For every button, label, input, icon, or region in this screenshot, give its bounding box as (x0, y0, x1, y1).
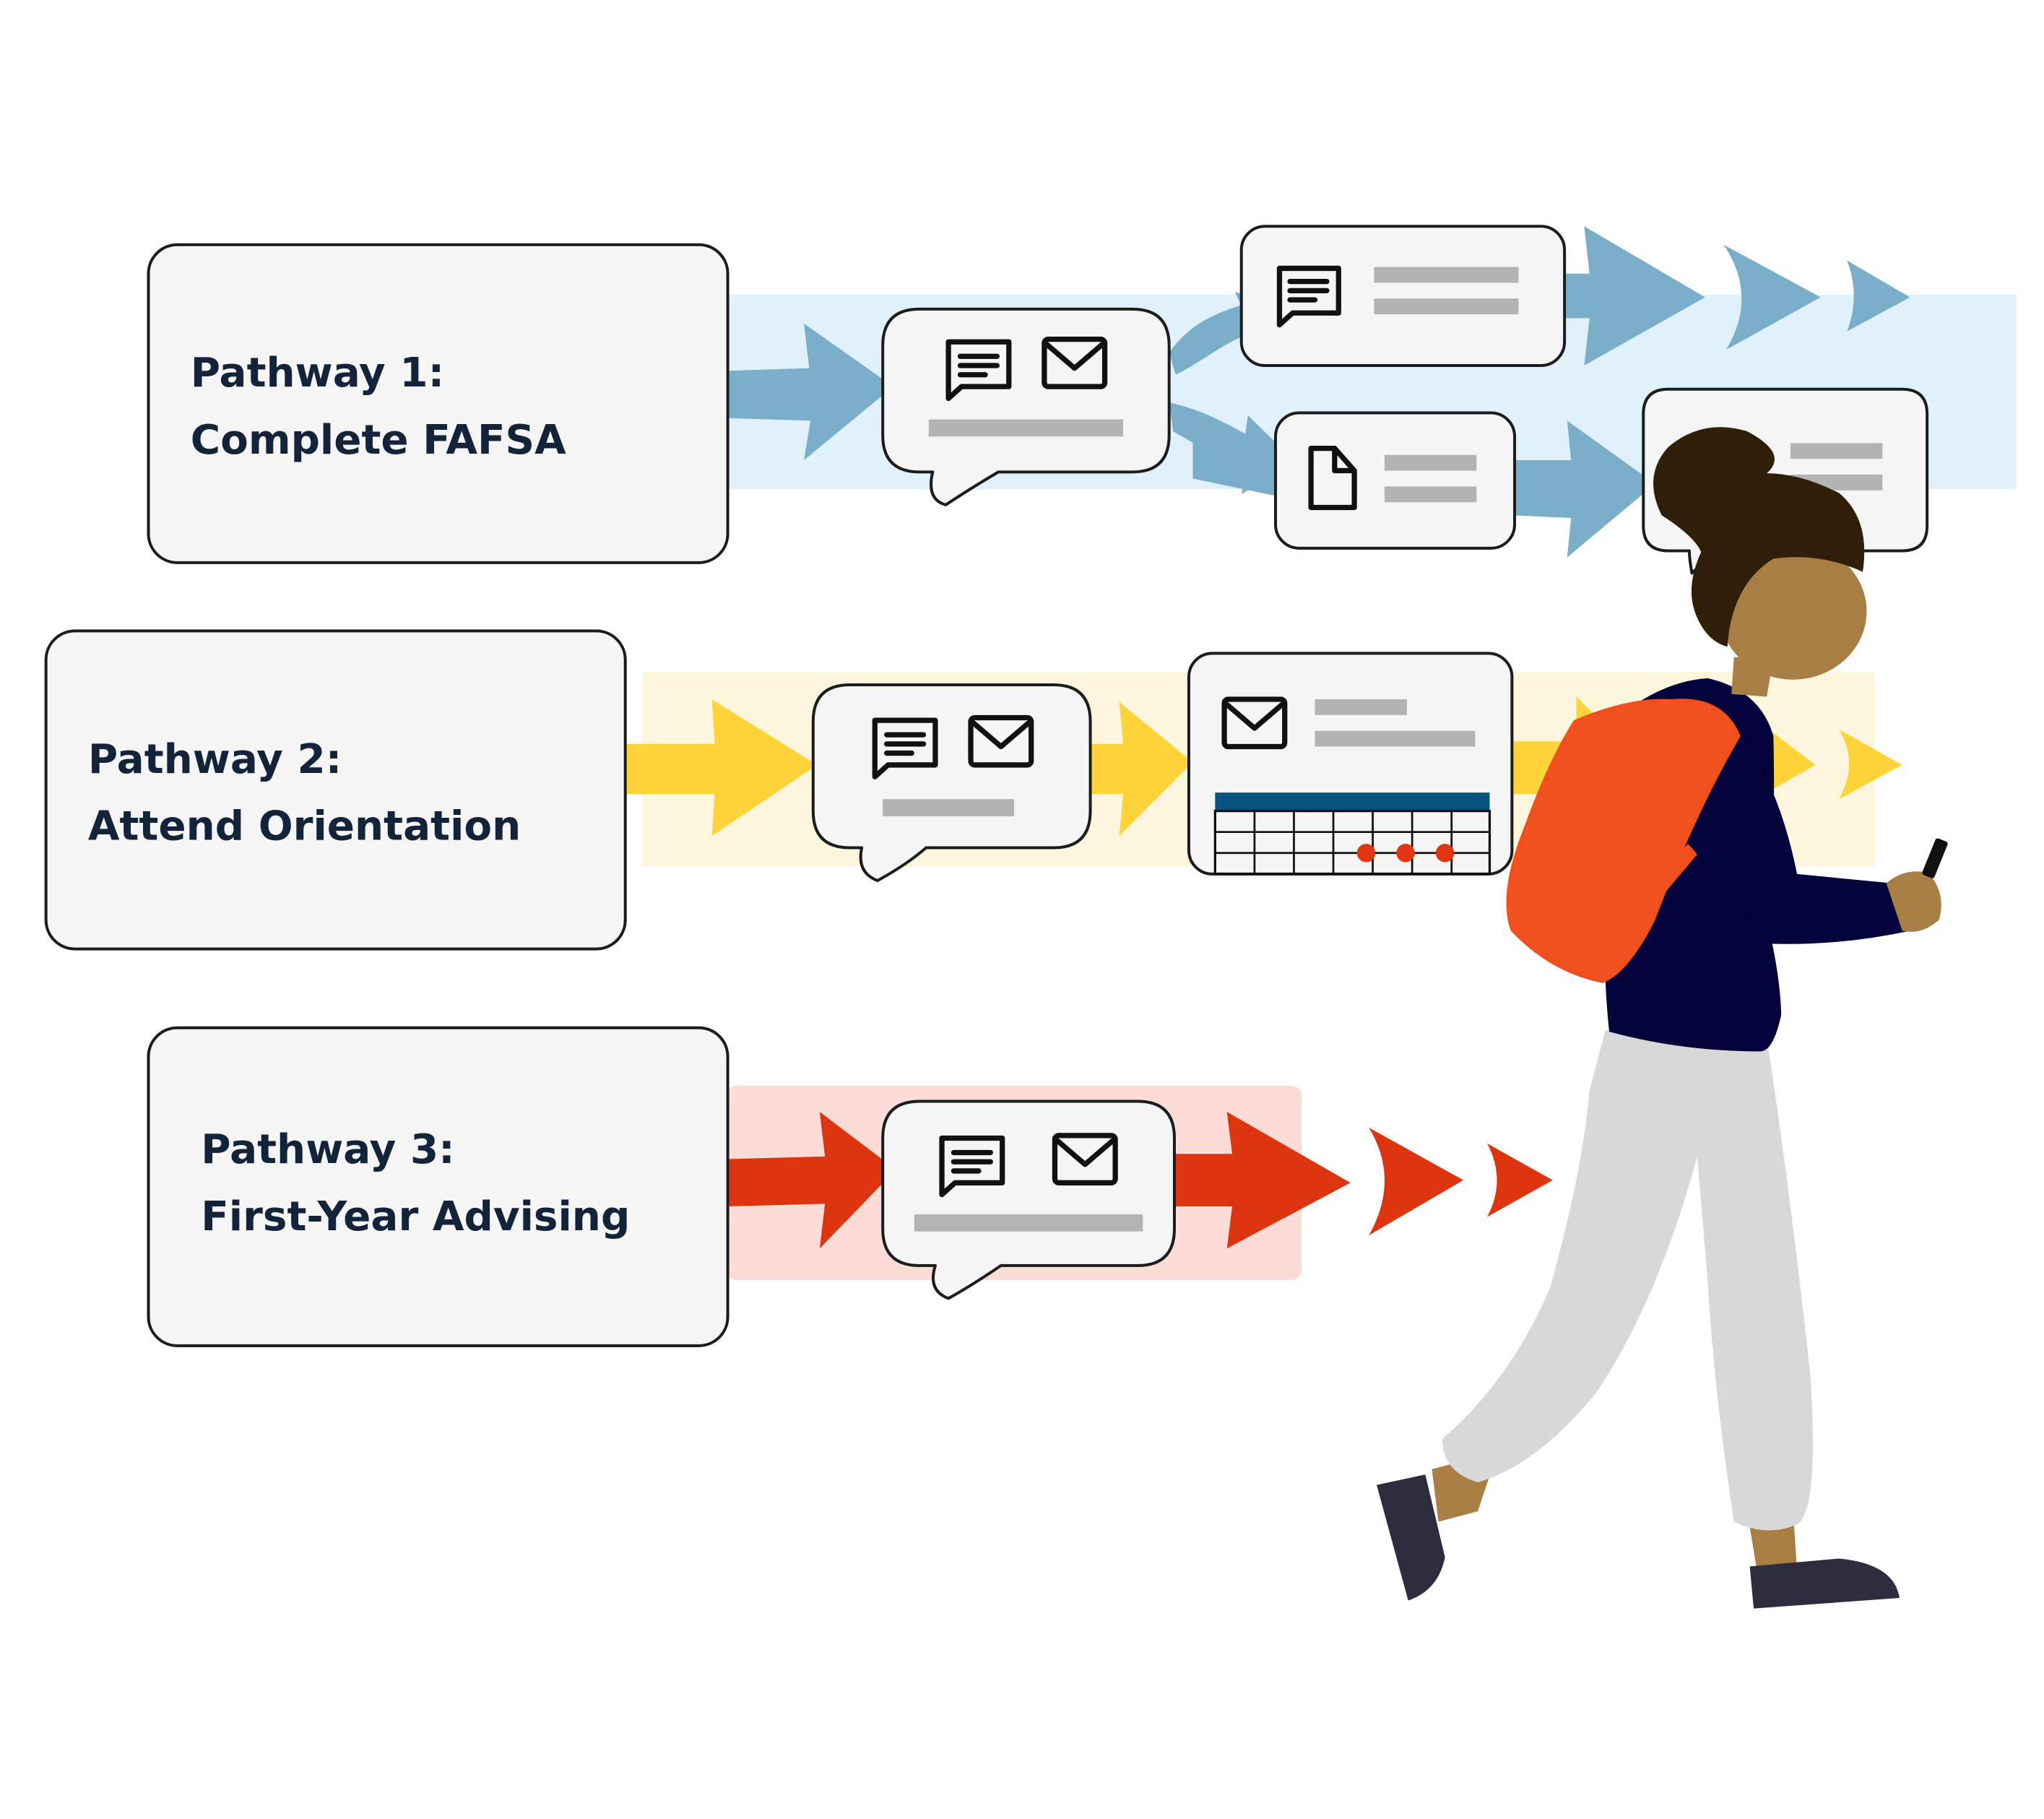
pathway-3-card: Pathway 3: First-Year Advising (147, 1026, 729, 1347)
pathway-2-message-bubble (811, 683, 1092, 882)
backpack (1506, 699, 1741, 983)
chat-icon (872, 717, 938, 779)
chat-icon (1276, 265, 1341, 328)
backpack-strap (1668, 703, 1734, 747)
pathway-2-subtitle: Attend Orientation (88, 803, 521, 850)
envelope-icon (968, 714, 1034, 768)
pathway-3-message-bubble (881, 1099, 1176, 1300)
pathway-1-arrows (726, 226, 1910, 558)
pathway-2-title: Pathway 2: (88, 736, 342, 783)
pathway-3-subtitle: First-Year Advising (201, 1193, 630, 1240)
pathway-1-card: Pathway 1: Complete FAFSA (147, 243, 729, 564)
chat-icon (939, 1135, 1005, 1198)
hand (1886, 871, 1941, 932)
face (1719, 543, 1867, 680)
backpack-lower-strap (1613, 844, 1697, 936)
pants (1442, 1030, 1813, 1531)
sweater-arm (1727, 735, 1912, 944)
pathway-3-title: Pathway 3: (201, 1126, 454, 1173)
calendar-icon (1213, 792, 1491, 876)
pathway-2-card: Pathway 2: Attend Orientation (44, 629, 627, 951)
pathway-1-document-card (1274, 411, 1517, 550)
student-figure (1377, 427, 1948, 1609)
pathway-1-message-bubble (881, 307, 1171, 506)
envelope-icon (1221, 696, 1288, 750)
pathway-1-subtitle: Complete FAFSA (191, 417, 566, 464)
document-icon (1308, 445, 1357, 511)
hair (1653, 427, 1865, 647)
pathway-1-title: Pathway 1: (191, 350, 444, 397)
front-shoe (1749, 1558, 1900, 1609)
pathway-3-arrows (726, 1112, 1553, 1249)
pathway-2-calendar-card (1187, 652, 1514, 876)
envelope-icon (1052, 1133, 1118, 1185)
back-shoe (1377, 1474, 1445, 1601)
envelope-icon (1042, 337, 1108, 389)
phone (1922, 838, 1948, 878)
chat-icon (945, 339, 1012, 402)
pathway-1-chat-card (1239, 225, 1567, 368)
